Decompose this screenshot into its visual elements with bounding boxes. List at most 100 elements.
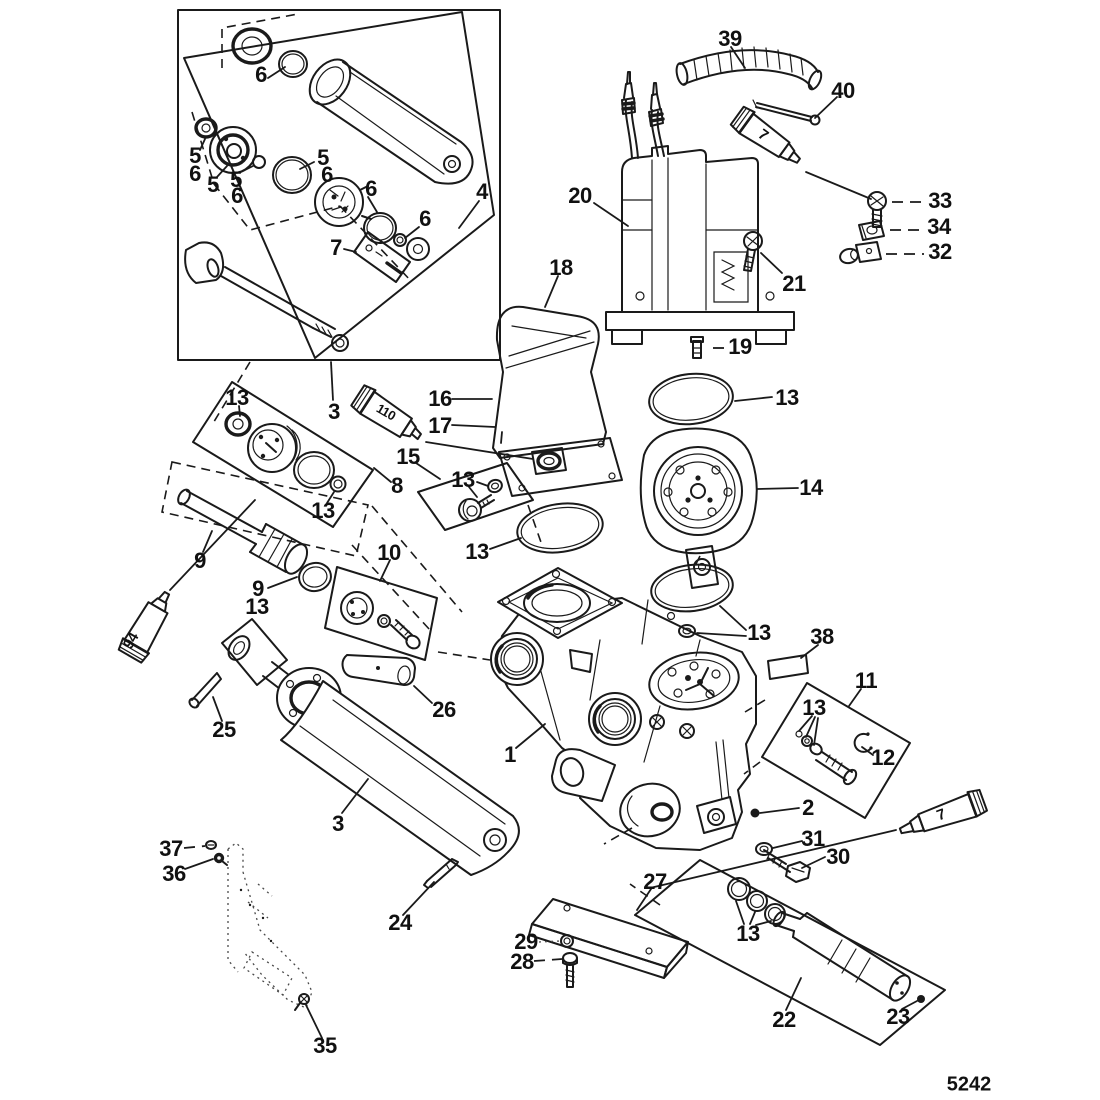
callout-17: 17 <box>428 413 452 438</box>
anode-plate-27 <box>528 898 689 979</box>
callout-34: 34 <box>927 214 951 239</box>
callout-3: 3 <box>332 811 344 836</box>
shock-rod <box>184 241 349 352</box>
lube-tube-94 <box>117 590 171 664</box>
callout-37: 37 <box>159 836 183 861</box>
washer-31 <box>755 842 773 856</box>
ball-2 <box>750 808 760 818</box>
o-ring-13-top <box>648 372 734 426</box>
callout-13: 13 <box>311 498 335 523</box>
callout-6: 6 <box>321 162 333 187</box>
callout-19: 19 <box>728 334 752 359</box>
callout-29: 29 <box>514 929 538 954</box>
callout-32: 32 <box>928 239 952 264</box>
seal-13-small <box>678 624 696 638</box>
bullet-connector <box>648 82 665 127</box>
callout-6: 6 <box>365 176 377 201</box>
callout-21: 21 <box>782 271 806 296</box>
tie-rod-40 <box>752 99 821 126</box>
callout-36: 36 <box>162 861 186 886</box>
seal-ring-small <box>666 611 676 621</box>
callout-18: 18 <box>549 255 573 280</box>
callout-5: 5 <box>317 145 329 170</box>
hose-39 <box>675 46 823 91</box>
callout-7: 7 <box>330 235 342 260</box>
assembly-dashed-lines <box>211 361 766 906</box>
callout-33: 33 <box>928 188 952 213</box>
kit-box-15 <box>417 462 534 531</box>
callout-13: 13 <box>747 620 771 645</box>
screw-36 <box>213 852 228 866</box>
callout-23: 23 <box>886 1004 910 1029</box>
valve-spool-22 <box>772 910 912 1002</box>
callout-6: 6 <box>255 62 267 87</box>
callout-5: 5 <box>230 167 242 192</box>
shim-38 <box>767 654 809 680</box>
kit-box-22 <box>634 859 946 1046</box>
pin-24 <box>423 858 459 889</box>
ball-23 <box>917 995 925 1003</box>
callout-11: 11 <box>854 668 878 693</box>
pin-25 <box>188 672 222 709</box>
pump-body-14 <box>639 427 758 589</box>
kit-box-4 <box>177 9 501 361</box>
spacer-26 <box>341 654 416 686</box>
callout-30: 30 <box>826 844 850 869</box>
callout-12: 12 <box>871 745 895 770</box>
callout-24: 24 <box>388 910 412 935</box>
valve-body <box>314 177 372 227</box>
callout-14: 14 <box>799 475 823 500</box>
callout-13: 13 <box>225 385 249 410</box>
trim-rod-9 <box>161 461 369 593</box>
o-ring-13-center <box>516 502 604 554</box>
callout-20: 20 <box>568 183 592 208</box>
washer-29 <box>560 934 574 948</box>
c-clip-12 <box>853 732 872 753</box>
callout-16: 16 <box>428 386 452 411</box>
callout-25: 25 <box>212 717 236 742</box>
callout-31: 31 <box>801 826 825 851</box>
callout-6: 6 <box>231 183 243 208</box>
callout-26: 26 <box>432 697 456 722</box>
callout-leader-lines <box>169 46 925 1039</box>
lube-tube-7-bottom <box>898 788 988 835</box>
reservoir-cover-18 <box>492 305 623 497</box>
callout-13: 13 <box>775 385 799 410</box>
callout-22: 22 <box>772 1007 796 1032</box>
callout-13: 13 <box>465 539 489 564</box>
callout-9: 9 <box>252 576 264 601</box>
motor-20 <box>605 71 795 345</box>
lube-tube-7-top <box>729 105 801 164</box>
callout-27: 27 <box>643 869 667 894</box>
pin-19 <box>690 336 704 359</box>
callout-6: 6 <box>189 161 201 186</box>
callout-35: 35 <box>313 1033 337 1058</box>
callout-13: 13 <box>451 467 475 492</box>
clamp-32 <box>839 241 882 265</box>
o-ring-13-mid <box>650 563 734 613</box>
callout-13: 13 <box>245 594 269 619</box>
callout-13: 13 <box>802 695 826 720</box>
callout-8: 8 <box>391 473 403 498</box>
callout-3: 3 <box>328 399 340 424</box>
callout-40: 40 <box>831 78 855 103</box>
tilt-cylinder-3 <box>221 618 520 876</box>
screw-37 <box>205 840 217 850</box>
screw-35 <box>294 993 310 1011</box>
callout-5: 5 <box>207 172 219 197</box>
trim-cylinder-part <box>308 58 474 185</box>
callout-6: 6 <box>419 206 431 231</box>
clip-34 <box>858 220 885 241</box>
kit-box-8 <box>192 381 374 528</box>
drawing-number: 5242 <box>946 1073 992 1096</box>
transom-bracket-ghost <box>227 842 313 1009</box>
kit-box-11 <box>761 682 911 819</box>
callout-15: 15 <box>396 444 420 469</box>
callout-38: 38 <box>810 624 834 649</box>
callout-4: 4 <box>476 179 488 204</box>
kit-box-10 <box>324 566 438 661</box>
callout-28: 28 <box>510 949 534 974</box>
callout-1: 1 <box>504 742 516 767</box>
